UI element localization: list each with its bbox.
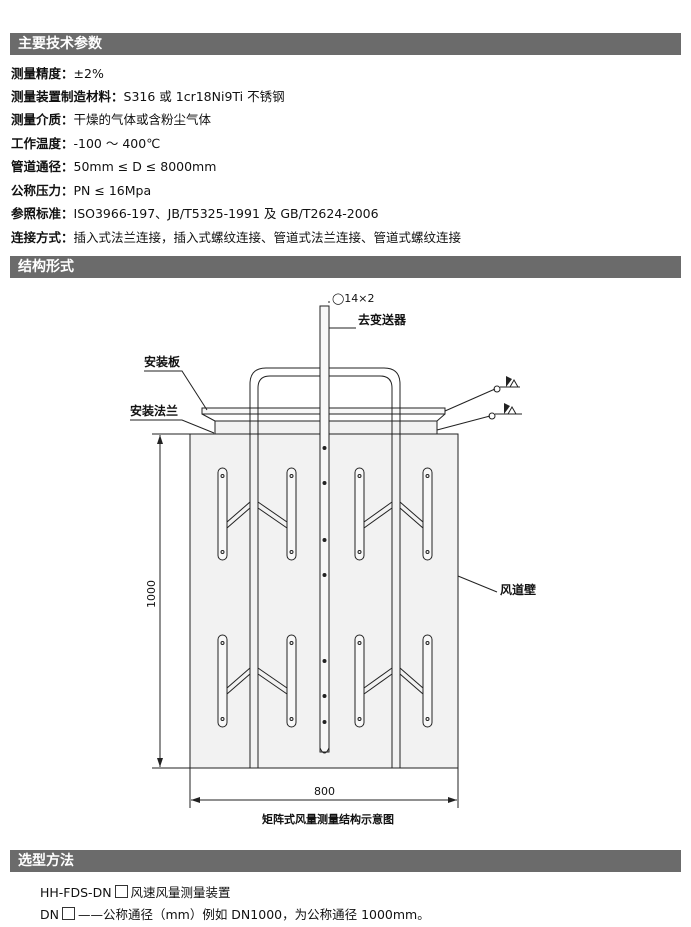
- center-tube: [319, 305, 330, 753]
- spec-value: S316 或 1cr18Ni9Ti 不锈钢: [123, 89, 285, 104]
- spec-row: 工作温度：-100 ～ 400℃: [11, 136, 160, 152]
- structure-diagram: ◯14×2 去变送器 安装板 安装法兰 风道壁 1000 800 矩阵式风量测量…: [130, 292, 536, 826]
- width-dimension: 800: [314, 785, 335, 798]
- dn-desc: ——公称通径（mm）例如 DN1000，为公称通径 1000mm。: [77, 907, 430, 922]
- spec-row: 参照标准：ISO3966-197、JB/T5325-1991 及 GB/T262…: [11, 206, 379, 222]
- dn-line: DN ——公称通径（mm）例如 DN1000，为公称通径 1000mm。: [40, 904, 430, 923]
- spec-value: 50mm ≤ D ≤ 8000mm: [73, 159, 217, 174]
- section-header-structure: 结构形式: [10, 256, 681, 278]
- model-box: [114, 885, 128, 898]
- spec-value: ISO3966-197、JB/T5325-1991 及 GB/T2624-200…: [73, 206, 379, 221]
- model-desc: 风速风量测量装置: [130, 885, 231, 900]
- spec-row: 管道通径：50mm ≤ D ≤ 8000mm: [11, 159, 216, 175]
- section-header-specs: 主要技术参数: [10, 33, 681, 55]
- spec-label: 连接方式：: [11, 230, 74, 245]
- model-prefix: HH-FDS-DN: [40, 885, 112, 900]
- height-dimension: 1000: [145, 580, 158, 608]
- transmitter-label: 去变送器: [358, 312, 407, 327]
- dn-prefix: DN: [40, 907, 59, 922]
- diagram-caption: 矩阵式风量测量结构示意图: [262, 812, 394, 826]
- spec-value: -100 ～ 400℃: [73, 136, 161, 151]
- spec-label: 测量精度：: [11, 66, 74, 81]
- spec-value: 插入式法兰连接，插入式螺纹连接、管道式法兰连接、管道式螺纹连接: [73, 230, 462, 245]
- spec-value: 干燥的气体或含粉尘气体: [73, 112, 212, 127]
- spec-label: 测量装置制造材料：: [11, 89, 124, 104]
- section-header-selection: 选型方法: [10, 850, 681, 872]
- spec-label: 管道通径：: [11, 159, 74, 174]
- spec-row: 公称压力：PN ≤ 16Mpa: [11, 183, 151, 199]
- spec-label: 参照标准：: [11, 206, 74, 221]
- spec-label: 测量介质：: [11, 112, 74, 127]
- spec-row: 测量介质：干燥的气体或含粉尘气体: [11, 112, 211, 128]
- spec-row: 连接方式：插入式法兰连接，插入式螺纹连接、管道式法兰连接、管道式螺纹连接: [11, 230, 461, 246]
- spec-label: 公称压力：: [11, 183, 74, 198]
- spec-value: PN ≤ 16Mpa: [73, 183, 152, 198]
- tube-spec-label: ◯14×2: [332, 292, 375, 305]
- spec-row: 测量装置制造材料：S316 或 1cr18Ni9Ti 不锈钢: [11, 89, 285, 105]
- flange-label: 安装法兰: [130, 403, 178, 418]
- spec-value: ±2%: [73, 66, 104, 81]
- spec-label: 工作温度：: [11, 136, 74, 151]
- model-line: HH-FDS-DN 风速风量测量装置: [40, 882, 231, 901]
- wall-label: 风道壁: [500, 582, 536, 597]
- spec-row: 测量精度：±2%: [11, 66, 104, 82]
- plate-label: 安装板: [144, 354, 181, 369]
- dn-box: [61, 907, 75, 920]
